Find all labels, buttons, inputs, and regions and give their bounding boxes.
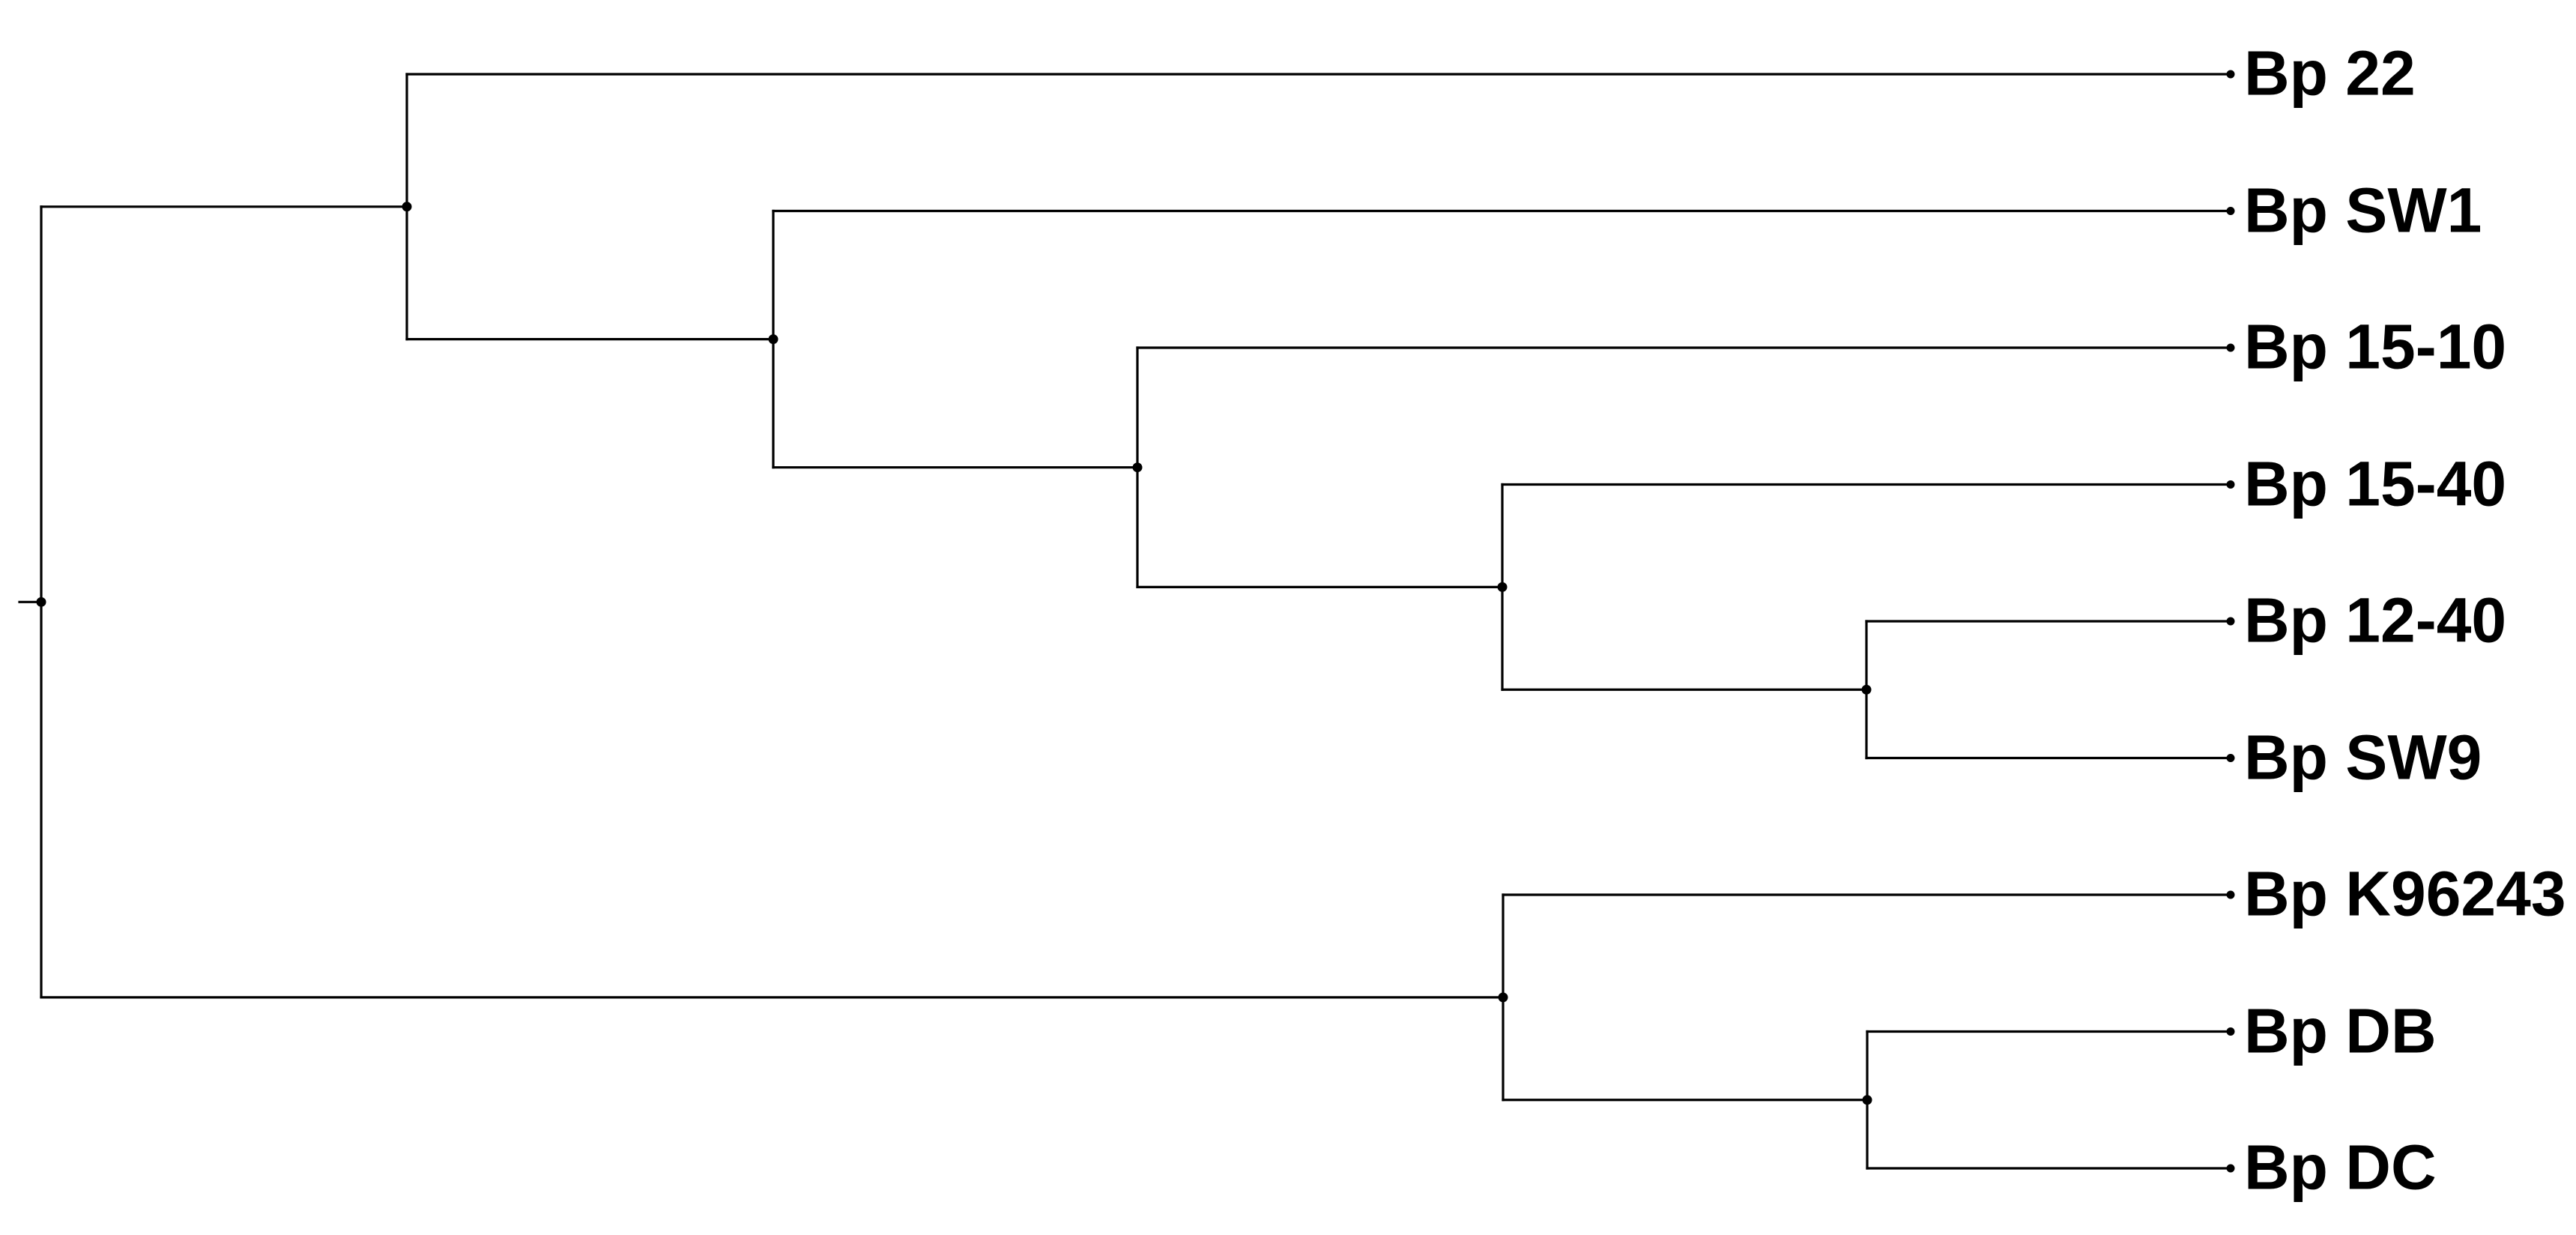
leaf-label-bp-22: Bp 22 [2244,37,2416,109]
leaf-label-bp-15-10: Bp 15-10 [2244,311,2507,382]
leaf-label-bp-12-40: Bp 12-40 [2244,585,2507,656]
leaf-label-bp-sw9: Bp SW9 [2244,721,2482,792]
leaf-label-bp-sw1: Bp SW1 [2244,174,2482,245]
leaf-label-bp-db: Bp DB [2244,994,2437,1066]
leaf-label-bp-k96243: Bp K96243 [2244,858,2566,929]
leaf-label-bp-15-40: Bp 15-40 [2244,447,2507,519]
leaf-label-bp-dc: Bp DC [2244,1132,2437,1203]
